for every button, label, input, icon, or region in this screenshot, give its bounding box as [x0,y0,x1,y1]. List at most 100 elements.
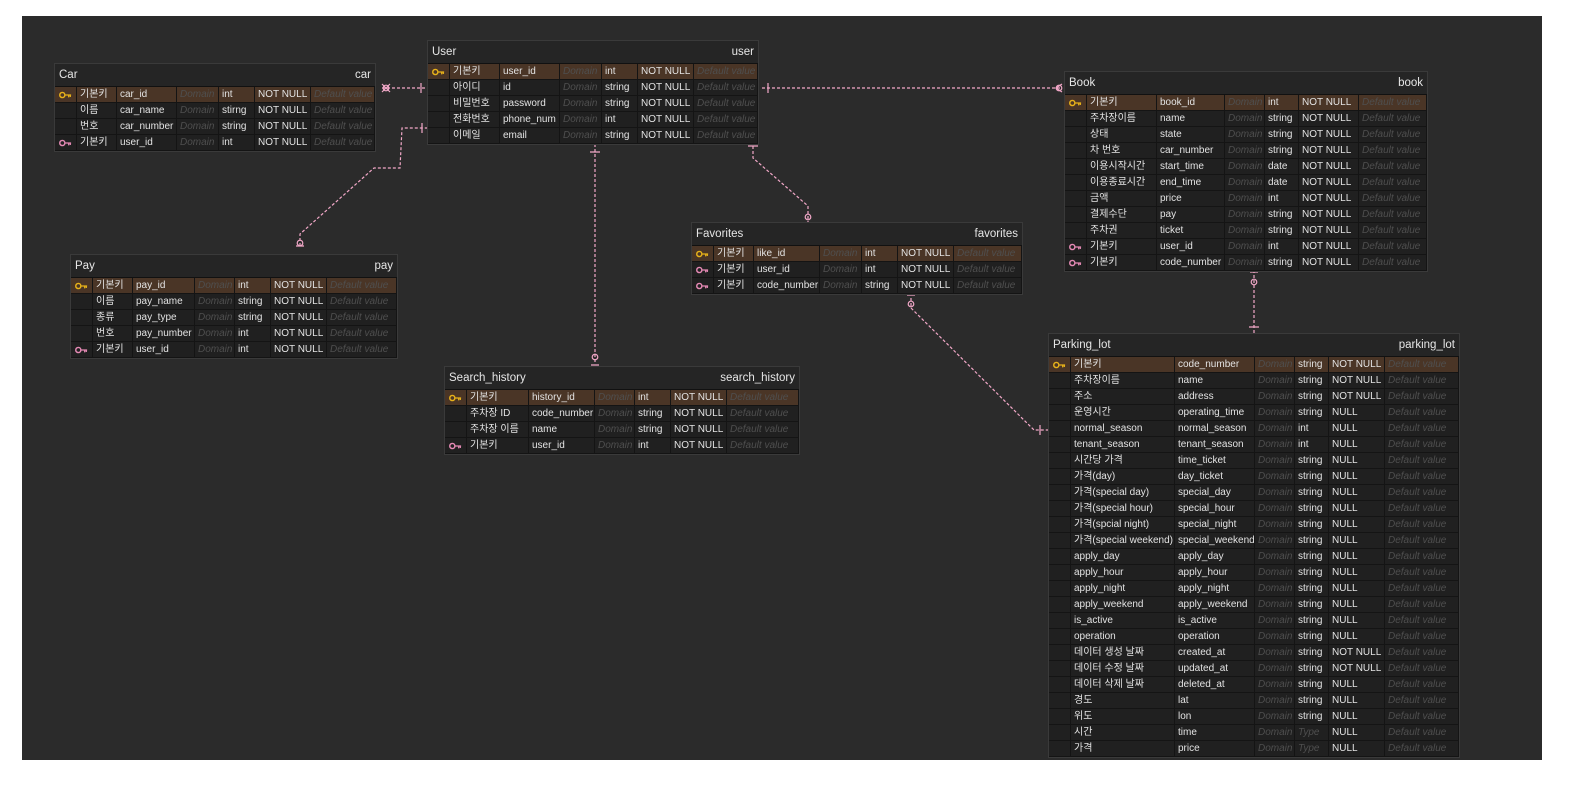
physical-column-name: password [500,96,560,112]
nullability-cell: NULL [1329,677,1385,693]
logical-column-name: 전화번호 [450,112,500,128]
physical-column-name: car_id [117,87,177,103]
nullability-cell: NOT NULL [1299,223,1359,239]
nullability-cell: NOT NULL [1299,95,1359,111]
data-type-cell: string [1295,389,1329,405]
nullability-cell: NULL [1329,421,1385,437]
default-value-cell: Default value [1385,613,1459,629]
key-cell [445,406,467,422]
nullability-cell: NOT NULL [671,422,727,438]
domain-cell: Domain [560,64,602,80]
default-value-cell: Default value [1359,223,1427,239]
table-logical-name: Pay [75,260,95,272]
table-physical-name: parking_lot [1398,339,1455,351]
nullability-cell: NOT NULL [255,87,311,103]
nullability-cell: NOT NULL [1299,175,1359,191]
optional-marker [907,300,915,308]
domain-cell: Domain [177,119,219,135]
key-cell [1049,741,1071,757]
key-cell [71,310,93,326]
physical-column-name: address [1175,389,1255,405]
physical-column-name: id [500,80,560,96]
physical-column-name: code_number [754,278,820,294]
foreign-key-icon [445,438,467,454]
domain-cell: Domain [1255,693,1295,709]
domain-cell: Domain [195,278,235,294]
logical-column-name: 이용종료시간 [1087,175,1157,191]
